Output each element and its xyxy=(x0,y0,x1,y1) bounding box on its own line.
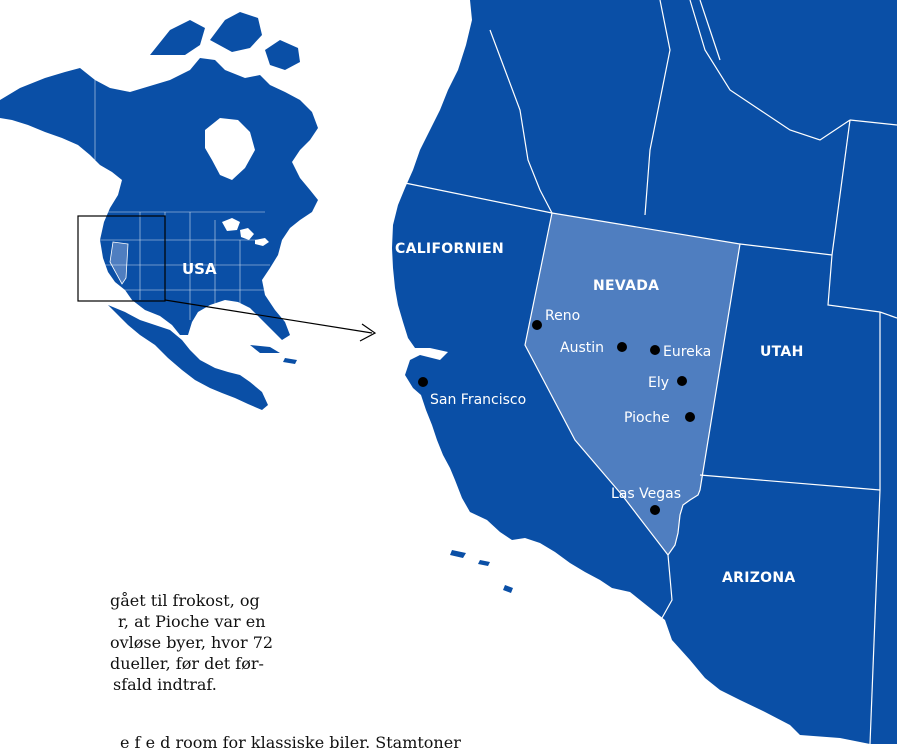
city-label-eureka: Eureka xyxy=(663,344,711,360)
hudson-bay xyxy=(205,118,255,180)
city-dot-austin xyxy=(617,342,627,352)
state-label-arizona: ARIZONA xyxy=(722,570,796,586)
city-dot-reno xyxy=(532,320,542,330)
city-label-las-vegas: Las Vegas xyxy=(611,486,681,502)
state-label-utah: UTAH xyxy=(760,344,804,360)
city-dot-las-vegas xyxy=(650,505,660,515)
mexico-landmass xyxy=(108,305,268,410)
city-markers: Reno Austin Eureka Ely Pioche San Franci… xyxy=(418,308,711,515)
inset-borders xyxy=(94,80,275,320)
arctic-islands xyxy=(150,12,300,70)
inset-locator-box xyxy=(77,215,166,302)
state-labels: CALIFORNIEN NEVADA UTAH ARIZONA xyxy=(395,241,804,586)
state-label-california: CALIFORNIEN xyxy=(395,241,504,257)
city-dot-ely xyxy=(677,376,687,386)
inset-nevada xyxy=(109,241,129,285)
city-label-san-francisco: San Francisco xyxy=(430,392,526,408)
callout-arrowhead xyxy=(359,323,377,342)
city-dot-pioche xyxy=(685,412,695,422)
channel-islands xyxy=(450,550,513,593)
state-borders xyxy=(404,0,897,744)
city-dot-eureka xyxy=(650,345,660,355)
main-map xyxy=(392,0,897,744)
great-lakes xyxy=(222,218,269,246)
city-label-austin: Austin xyxy=(560,340,604,356)
city-label-pioche: Pioche xyxy=(624,410,670,426)
city-label-reno: Reno xyxy=(545,308,580,324)
article-line-3: ovløse byer, hvor 72 xyxy=(110,633,274,652)
article-line-2: r, at Pioche var en xyxy=(118,612,266,631)
city-dot-san-francisco xyxy=(418,377,428,387)
north-america-landmass xyxy=(0,58,318,340)
nevada-region xyxy=(524,212,741,557)
article-cut-line: e f e d room for klassiske biler. Stamto… xyxy=(120,733,461,752)
article-line-1: gået til frokost, og xyxy=(110,591,260,610)
inset-label-usa: USA xyxy=(182,260,217,278)
city-label-ely: Ely xyxy=(648,375,669,391)
inset-map xyxy=(0,12,318,410)
article-line-4: dueller, før det før- xyxy=(110,654,264,673)
article-line-5: sfald indtraf. xyxy=(113,675,217,694)
caribbean-islands xyxy=(250,345,297,364)
state-label-nevada: NEVADA xyxy=(593,278,659,294)
callout-line xyxy=(164,299,373,334)
